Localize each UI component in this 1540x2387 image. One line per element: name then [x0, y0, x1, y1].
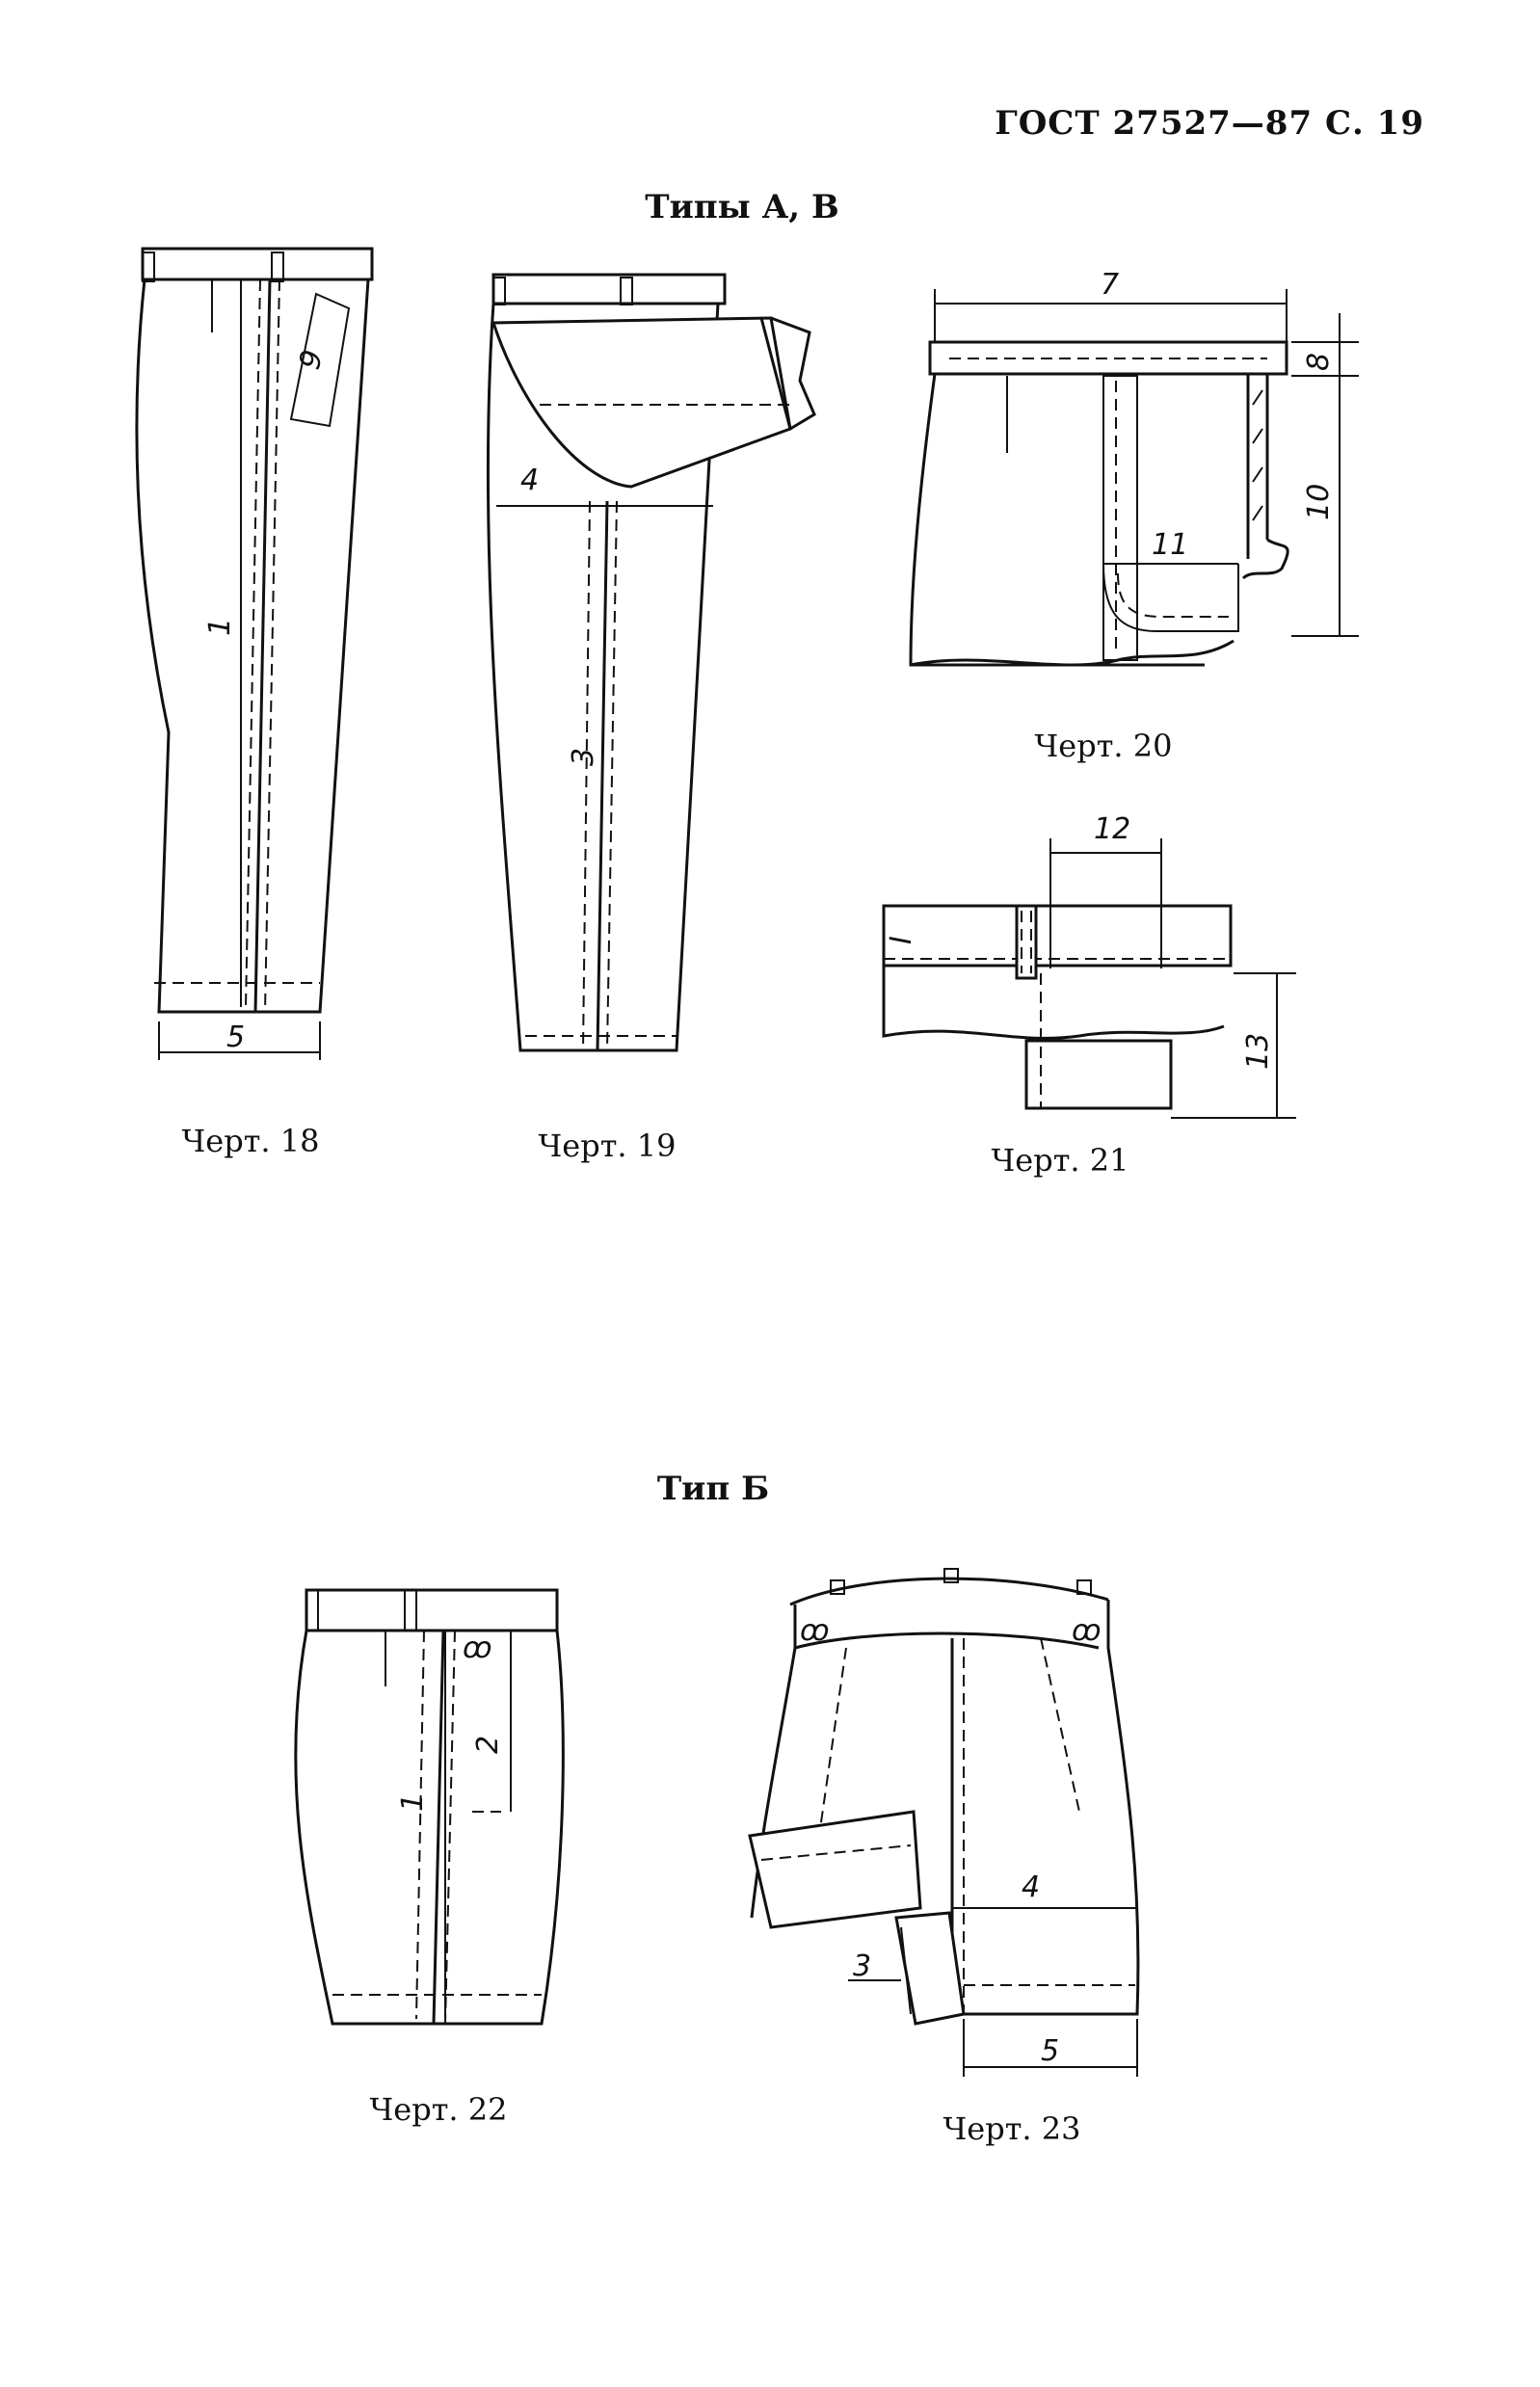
shorts-outline: [294, 1630, 565, 2026]
drawing-19-trousers-pocket-open: 4 3: [486, 273, 816, 1052]
leg-hem: [894, 1911, 966, 2026]
dim-label-13: 13: [1241, 1033, 1275, 1070]
lower-strip: [1024, 1039, 1173, 1110]
dim-label-10: 10: [1302, 484, 1336, 520]
roman-mark: I: [885, 936, 918, 944]
trouser-outline: [486, 303, 720, 1052]
dim-label-4: 4: [520, 464, 539, 497]
button-mark: ꝏ: [1072, 1614, 1102, 1648]
drawing-22-shorts-side: ꝏ 1 2: [294, 1588, 565, 2026]
dim-label-1: 1: [203, 618, 237, 636]
waistband: [305, 1588, 559, 1632]
button-mark: ꝏ: [463, 1631, 492, 1665]
caption-drawing-23: Черт. 23: [943, 2110, 1081, 2147]
waistband: [928, 340, 1288, 376]
pocket-flap: [289, 292, 351, 428]
caption-drawing-18: Черт. 18: [181, 1123, 320, 1159]
waistband-top: [789, 1577, 1109, 1606]
garment-outline: [882, 966, 1225, 1040]
dim-label-11: 11: [1152, 528, 1188, 562]
shorts-outline: [750, 1600, 1140, 2016]
caption-drawing-21: Черт. 21: [991, 1142, 1129, 1179]
belt-loop: [1015, 904, 1038, 980]
garment-outline: [909, 373, 1205, 667]
drawing-18-trousers-side: 1 9 5: [135, 247, 374, 1060]
drawing-23-shorts-front: ꝏ ꝏ 4 3 5: [748, 1568, 1140, 2077]
dim-label-9: 9: [293, 347, 331, 374]
dim-label-12: 12: [1094, 812, 1130, 846]
dim-label-2: 2: [471, 1736, 505, 1754]
drawing-20-waist-pocket-detail: 7 8 10 11: [909, 268, 1359, 667]
document-header: ГОСТ 27527—87 С. 19: [995, 104, 1424, 143]
dim-label-5: 5: [1041, 2034, 1059, 2068]
dim-label-5: 5: [226, 1021, 245, 1054]
pocket-shape: [1102, 563, 1239, 632]
belt-loop: [142, 252, 155, 282]
torn-edge: [759, 316, 816, 431]
caption-drawing-22: Черт. 22: [369, 2091, 508, 2128]
belt-loop: [271, 252, 284, 282]
fly-strip: [1102, 375, 1138, 661]
dim-label-3: 3: [567, 748, 600, 766]
dim-label-1: 1: [396, 1793, 430, 1812]
trouser-outline: [135, 278, 370, 1014]
side-seam: [253, 278, 272, 1013]
section-title-type-b: Тип Б: [656, 1470, 770, 1508]
dim-label-3: 3: [853, 1949, 871, 1983]
side-seam: [432, 1630, 445, 2025]
drawing-21-belt-loop-detail: 12 13 I: [882, 812, 1296, 1119]
section-title-types-a-v: Типы А, В: [645, 188, 839, 226]
dim-line-3: [900, 1926, 912, 2015]
waistband: [141, 247, 374, 281]
pocket-flap-open: [491, 316, 792, 489]
dim-label-7: 7: [1101, 268, 1119, 302]
dim-label-4: 4: [1022, 1870, 1040, 1904]
turned-cuff: [748, 1810, 922, 1929]
waistband: [882, 904, 1233, 968]
torn-edge: [1241, 538, 1289, 580]
dim-label-8: 8: [1302, 353, 1336, 371]
caption-drawing-19: Черт. 19: [538, 1127, 677, 1164]
button-mark: ꝏ: [800, 1614, 830, 1648]
waistband: [491, 273, 727, 305]
caption-drawing-20: Черт. 20: [1034, 728, 1173, 764]
